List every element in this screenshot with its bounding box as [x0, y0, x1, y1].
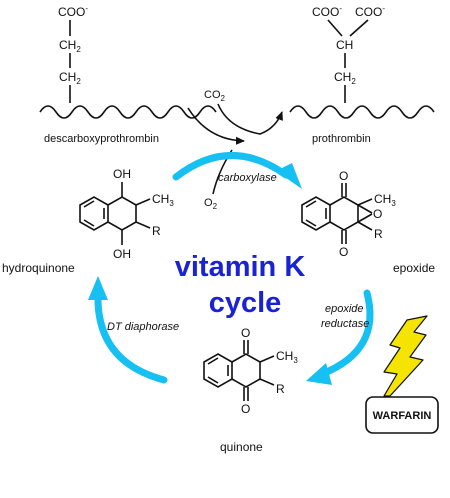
- cycle-arrow-carboxylase: [172, 152, 290, 181]
- right-coo-right: COO: [355, 5, 382, 19]
- hydroquinone-ch3: CH: [152, 192, 169, 206]
- right-coo-right-charge: -: [382, 4, 385, 13]
- descarboxyprothrombin-structure: COO- CH2 CH2 descarboxyprothrombin: [39, 4, 217, 145]
- right-ch2-sub: 2: [351, 77, 356, 86]
- hydroquinone-ch3-sub: 3: [169, 199, 174, 208]
- svg-text:CH3: CH3: [276, 349, 298, 365]
- right-coo-left-charge: -: [339, 4, 342, 13]
- svg-text:CH3: CH3: [374, 192, 396, 208]
- co2-sub: 2: [221, 94, 226, 103]
- svg-text:CH2: CH2: [59, 70, 81, 86]
- hydroquinone-label: hydroquinone: [2, 261, 75, 275]
- hydroquinone-oh-top: OH: [113, 167, 131, 181]
- hydroquinone-structure: OH OH CH3 R: [79, 167, 174, 261]
- left-coo-charge: -: [85, 4, 88, 13]
- prothrombin-structure: COO- COO- CH CH2 prothrombin: [289, 4, 435, 145]
- left-ch2-lower: CH: [59, 70, 76, 84]
- hydroquinone-oh-bottom: OH: [113, 247, 131, 261]
- o2-label: O: [204, 197, 213, 209]
- descarboxyprothrombin-label: descarboxyprothrombin: [44, 133, 159, 145]
- svg-text:CH3: CH3: [152, 192, 174, 208]
- left-protein-backbone: [39, 105, 217, 119]
- right-ch2: CH: [334, 70, 351, 84]
- svg-text:CO2: CO2: [204, 89, 226, 103]
- svg-text:O2: O2: [204, 197, 218, 211]
- svg-text:COO-: COO-: [355, 4, 385, 19]
- epoxide-o-ring: O: [373, 207, 382, 221]
- cycle-arrowhead-hydroquinone: [88, 276, 108, 300]
- quinone-ch3: CH: [276, 349, 293, 363]
- epoxide-o-top: O: [339, 169, 348, 183]
- svg-text:COO-: COO-: [312, 4, 342, 19]
- hydroquinone-r: R: [152, 224, 161, 238]
- lightning-bolt-icon: [383, 315, 428, 397]
- prothrombin-label: prothrombin: [312, 133, 371, 145]
- dt-diaphorase-label: DT diaphorase: [107, 321, 179, 333]
- warfarin-box: [365, 396, 439, 434]
- quinone-o-top: O: [241, 326, 250, 340]
- o2-sub: 2: [213, 202, 218, 211]
- cycle-arrow-epoxide-reductase: [318, 289, 374, 378]
- right-protein-backbone: [289, 105, 435, 119]
- epoxide-structure: O O O CH3 R: [301, 169, 396, 259]
- right-coo-left: COO: [312, 5, 339, 19]
- left-ch2-upper-sub: 2: [76, 45, 81, 54]
- left-ch2-lower-sub: 2: [76, 77, 81, 86]
- cycle-title-line1: vitamin K: [175, 251, 306, 283]
- svg-text:COO-: COO-: [58, 4, 88, 19]
- epoxide-reductase-label-line1: epoxide: [325, 303, 364, 315]
- epoxide-ch3-sub: 3: [391, 199, 396, 208]
- cycle-arrowhead-quinone: [306, 363, 332, 385]
- epoxide-ch3: CH: [374, 192, 391, 206]
- carboxylation-arrow: [187, 107, 245, 145]
- epoxide-reductase-label-line2: reductase: [321, 318, 369, 330]
- epoxide-o-bottom: O: [339, 245, 348, 259]
- quinone-label: quinone: [220, 440, 263, 454]
- co2-label: CO: [204, 89, 221, 101]
- cycle-arrow-dt-diaphorase: [94, 290, 168, 384]
- epoxide-r: R: [374, 227, 383, 241]
- left-coo-text: COO: [58, 5, 85, 19]
- quinone-structure: O O CH3 R: [203, 326, 298, 416]
- svg-text:CH2: CH2: [334, 70, 356, 86]
- cycle-arrowhead-epoxide: [276, 163, 302, 189]
- svg-text:CH2: CH2: [59, 38, 81, 54]
- quinone-o-bottom: O: [241, 402, 250, 416]
- co2-release-arrow: [217, 103, 283, 135]
- carboxylase-label: carboxylase: [218, 172, 277, 184]
- cycle-title-line2: cycle: [209, 287, 282, 319]
- right-ch: CH: [336, 38, 353, 52]
- left-ch2-upper: CH: [59, 38, 76, 52]
- epoxide-label: epoxide: [393, 261, 435, 275]
- warfarin-label: WARFARIN: [373, 410, 432, 422]
- quinone-ch3-sub: 3: [293, 356, 298, 365]
- quinone-r: R: [276, 382, 285, 396]
